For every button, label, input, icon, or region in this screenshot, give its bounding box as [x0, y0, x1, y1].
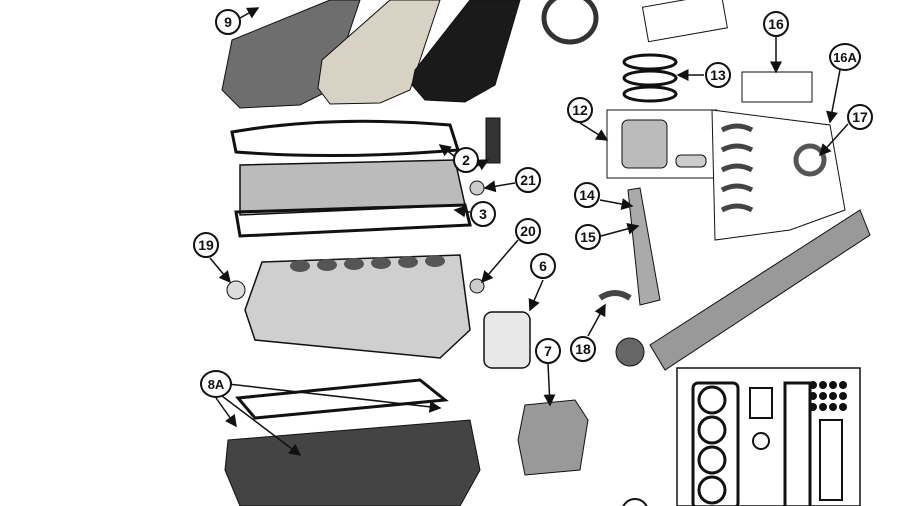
sealant-tube	[485, 117, 501, 164]
rod-bearing-18	[598, 290, 632, 301]
piston-pin	[675, 154, 707, 168]
callout-9: 9	[215, 9, 241, 35]
oil-pan-gasket	[235, 378, 449, 420]
callout-13: 13	[705, 62, 731, 88]
crank-sprocket	[615, 337, 645, 367]
main-bearing-box	[711, 109, 846, 241]
callout-20: 20	[515, 218, 541, 244]
rod-bearing-box	[741, 71, 813, 103]
valve-cover-black	[411, 0, 521, 103]
freeze-plug-19	[226, 280, 246, 300]
thrust-bearing	[793, 143, 827, 177]
bearing-box-top	[641, 0, 728, 43]
engine-block	[244, 254, 471, 359]
callout-18: 18	[570, 336, 596, 362]
piston-rings	[622, 53, 678, 103]
callout-21: 21	[515, 167, 541, 193]
valve-cover-beige	[317, 0, 441, 105]
valve-cover-gasket	[230, 119, 461, 158]
callout-17: 17	[847, 104, 873, 130]
callout-15: 15	[575, 224, 601, 250]
gasket-set	[691, 381, 843, 506]
callout-14: 14	[574, 182, 600, 208]
oil-pan	[224, 419, 481, 506]
callout-6: 6	[530, 253, 556, 279]
connecting-rod	[627, 187, 661, 306]
callout-19: 19	[193, 232, 219, 258]
freeze-plug-20	[469, 278, 485, 294]
oil-pump	[517, 399, 589, 476]
callout-7: 7	[535, 338, 561, 364]
callout-3: 3	[470, 201, 496, 227]
partial-callout	[622, 498, 648, 506]
callout-16a: 16A	[829, 43, 861, 71]
callout-16: 16	[763, 11, 789, 37]
piston	[621, 119, 668, 169]
crankshaft	[649, 209, 871, 371]
callout-8a: 8A	[200, 370, 232, 398]
leader-lines	[209, 7, 849, 456]
timing-chain	[541, 0, 599, 45]
head-gasket	[234, 203, 472, 238]
oil-filter	[483, 311, 531, 369]
freeze-plug-21	[469, 180, 485, 196]
callout-2: 2	[453, 147, 479, 173]
callout-12: 12	[567, 97, 593, 123]
